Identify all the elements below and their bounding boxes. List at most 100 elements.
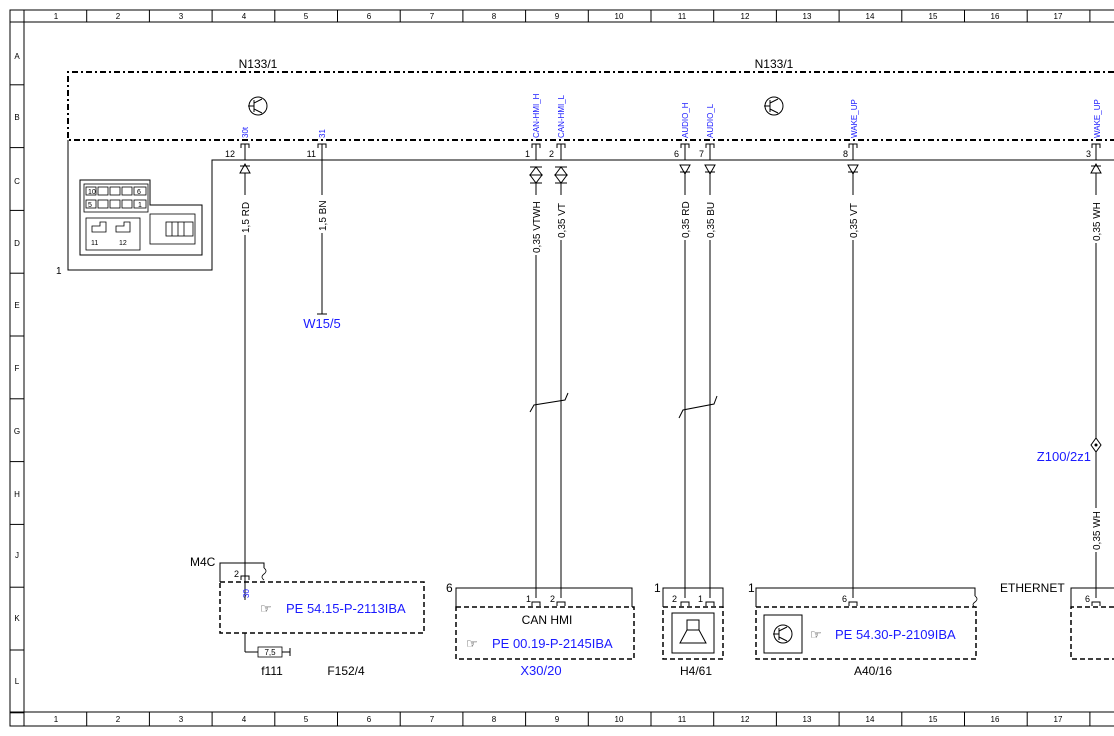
reference-link-pe2[interactable]: PE 00.19-P-2145IBA (492, 636, 613, 651)
ruler-col: 10 (615, 12, 624, 21)
connector-pinout-icon: 10 6 5 1 11 12 (79, 179, 203, 256)
left-ruler: A B C D E F G H J K L (14, 52, 20, 686)
ruler-row: G (14, 427, 20, 436)
signal-label: AUDIO_L (706, 103, 715, 138)
ruler-col: 8 (492, 12, 497, 21)
fuse-rating: 7,5 (264, 648, 276, 657)
wire-label: 0,35 VTWH (532, 201, 543, 253)
reference-hand-icon: ☞ (466, 636, 478, 651)
fuse-label-f111: f111 (261, 664, 283, 678)
ruler-col: 10 (615, 715, 624, 724)
ruler-col: 2 (116, 12, 121, 21)
pin-labels: 12 11 1 2 6 7 8 3 (225, 149, 1091, 159)
ruler-col: 6 (367, 715, 372, 724)
fuse-box-f152[interactable]: M4C 2 30 ☞ PE 54.15-P-2113IBA 7,5 f111 F… (190, 555, 425, 678)
fuse-box-label: F152/4 (327, 664, 365, 678)
signal-label: WAKE_UP (850, 99, 859, 138)
ruler-col: 7 (430, 12, 435, 21)
ruler-col: 13 (803, 12, 812, 21)
signal-label: 30t (241, 126, 250, 138)
module-a40[interactable]: 1 6 ☞ PE 54.30-P-2109IBA A40/16 (748, 581, 978, 678)
conn-pin-label: 12 (119, 240, 127, 247)
pin-number: 1 (526, 594, 531, 604)
signal-label: AUDIO_H (681, 102, 690, 138)
pin-number: 1 (698, 594, 703, 604)
signal-label: 31 (318, 129, 327, 138)
ruler-row: D (14, 239, 20, 248)
z100-splice-label[interactable]: Z100/2z1 (1037, 449, 1091, 464)
pin-number: 12 (225, 149, 235, 159)
ruler-col: 17 (1054, 12, 1063, 21)
ruler-row: B (14, 113, 19, 122)
pin-number: 2 (672, 594, 677, 604)
connector-housing (67, 140, 1114, 271)
x30-label: X30/20 (520, 663, 561, 678)
pin-number: 6 (674, 149, 679, 159)
wire-labels: 1,5 RD 1,5 BN 0,35 VTWH 0,35 VT 0,35 RD … (241, 200, 1103, 550)
bottom-ruler: 1 2 3 4 5 6 7 8 9 10 11 12 13 14 15 16 1… (54, 715, 1063, 724)
signal-label: 30 (242, 589, 251, 598)
pin-number: 3 (1086, 149, 1091, 159)
ruler-col: 4 (242, 12, 247, 21)
ruler-col: 1 (54, 715, 59, 724)
pin-number: 6 (1085, 594, 1090, 604)
transistor-icon (763, 614, 803, 654)
ruler-col: 7 (430, 715, 435, 724)
module-n133[interactable]: N133/1 N133/1 (67, 57, 1114, 141)
connector-number: 1 (56, 266, 62, 277)
ruler-row: F (15, 364, 20, 373)
ruler-col: 5 (304, 715, 309, 724)
pin-terminals (240, 143, 1101, 160)
pin-number: 6 (446, 581, 453, 595)
pin-number: 8 (843, 149, 848, 159)
can-hmi-label: CAN HMI (522, 613, 573, 627)
wires (244, 160, 1102, 600)
ethernet-connector[interactable]: ETHERNET 6 (1000, 581, 1114, 660)
ruler-col: 3 (179, 12, 184, 21)
reference-link-pe3[interactable]: PE 54.30-P-2109IBA (835, 627, 956, 642)
a40-label: A40/16 (854, 664, 892, 678)
wire-label: 0,35 VT (557, 203, 568, 238)
speaker-icon (671, 612, 715, 654)
signal-names: 30t 31 CAN-HMI_H CAN-HMI_L AUDIO_H AUDIO… (241, 93, 1102, 138)
pin-number: 2 (549, 149, 554, 159)
wire-label: 0,35 WH (1092, 202, 1103, 241)
ruler-row: L (15, 677, 20, 686)
ruler-col: 9 (555, 12, 560, 21)
ruler-row: E (14, 301, 19, 310)
ruler-col: 15 (929, 12, 938, 21)
reference-link-pe1[interactable]: PE 54.15-P-2113IBA (286, 601, 406, 616)
reference-hand-icon: ☞ (260, 601, 272, 616)
conn-pin-label: 1 (138, 202, 142, 209)
wire-label: 0,35 BU (706, 202, 717, 238)
connector-x30[interactable]: 6 1 2 CAN HMI ☞ PE 00.19-P-2145IBA X30/2… (446, 581, 635, 678)
wire-label: 1,5 BN (318, 200, 329, 231)
top-ruler: 1 2 3 4 5 6 7 8 9 10 11 12 13 14 15 16 1… (54, 12, 1063, 21)
ruler-col: 9 (555, 715, 560, 724)
speaker-h4[interactable]: 1 2 1 H4/61 (654, 581, 724, 678)
ruler-col: 1 (54, 12, 59, 21)
conn-pin-label: 5 (88, 202, 92, 209)
ruler-row: H (14, 490, 20, 499)
ruler-col: 17 (1054, 715, 1063, 724)
ruler-col: 11 (678, 12, 687, 21)
ruler-col: 4 (242, 715, 247, 724)
module-label-left: N133/1 (239, 57, 278, 71)
pin-number: 1 (525, 149, 530, 159)
pin-number: 6 (842, 594, 847, 604)
wire-label: 0,35 RD (681, 201, 692, 238)
w15-ground-label[interactable]: W15/5 (303, 316, 341, 331)
signal-label: CAN-HMI_L (557, 94, 566, 138)
pin-number: 7 (699, 149, 704, 159)
ruler-col: 12 (741, 715, 750, 724)
svg-text:☞: ☞ (260, 601, 272, 616)
ruler-col: 8 (492, 715, 497, 724)
ruler-col: 12 (741, 12, 750, 21)
direction-arrows (239, 162, 1102, 184)
ruler-col: 15 (929, 715, 938, 724)
wire-label: 1,5 RD (241, 202, 252, 233)
pin-number: 1 (748, 581, 755, 595)
ruler-col: 11 (678, 715, 687, 724)
pin-number: 11 (307, 149, 316, 159)
